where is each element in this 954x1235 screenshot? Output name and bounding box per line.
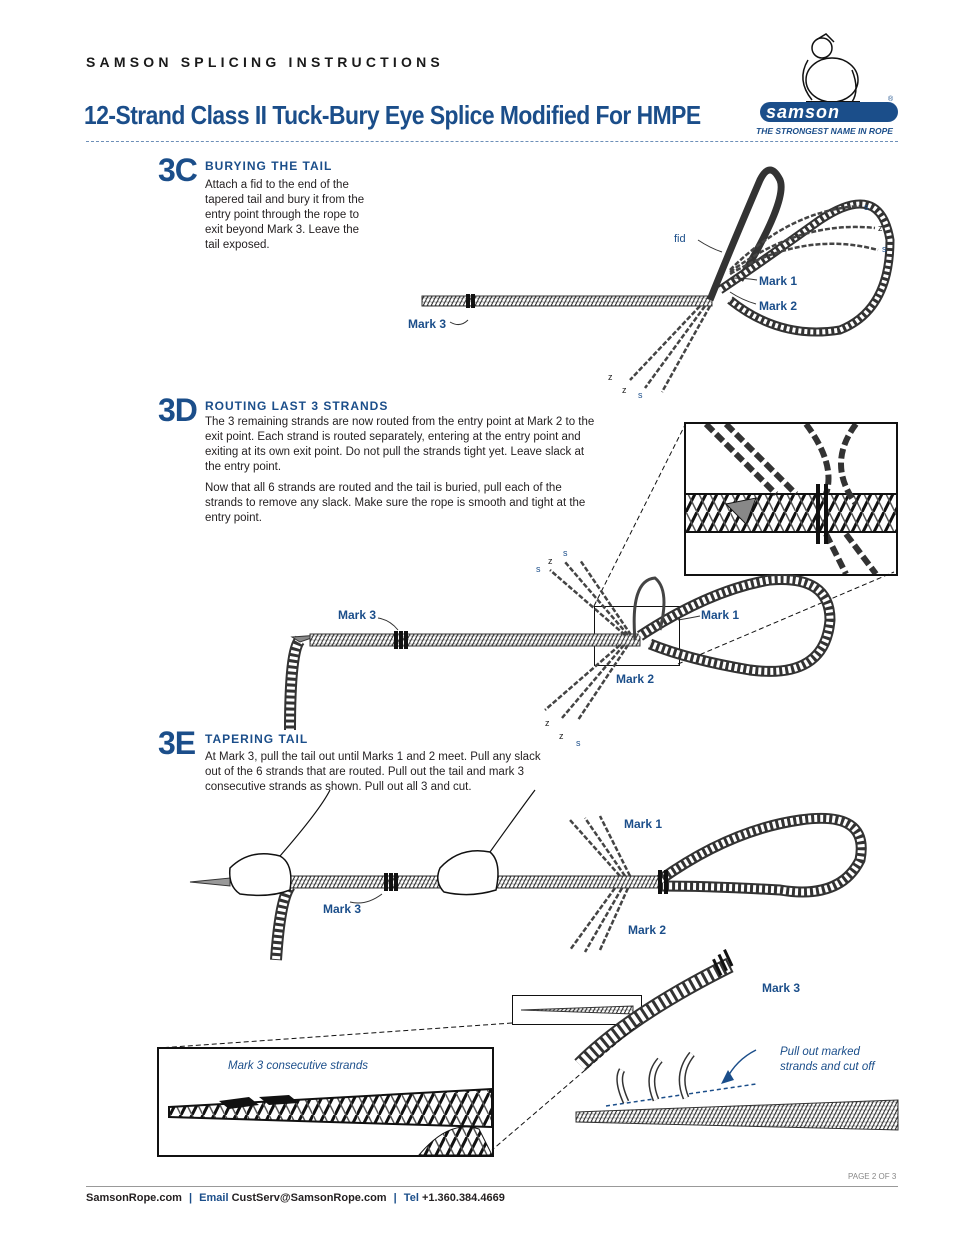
step-3e-mark2-label: Mark 2 <box>628 923 667 937</box>
strand-label: s <box>638 390 643 400</box>
consecutive-strands-label: Mark 3 consecutive strands <box>228 1060 368 1072</box>
footer-tel-link[interactable]: +1.360.384.4669 <box>421 1192 505 1204</box>
right-hand-icon <box>437 789 536 896</box>
pull-out-label: Pull out marked strands and cut off <box>780 1046 875 1073</box>
strand-label: s <box>536 564 541 574</box>
lower-mark3-label: Mark 3 <box>762 981 801 995</box>
footer-site-link[interactable]: SamsonRope.com <box>86 1192 182 1204</box>
tail-zoom-box <box>512 995 642 1025</box>
step-3c-fid-label: fid <box>674 233 686 245</box>
strand-label: z <box>608 372 613 382</box>
step-3e-heading: TAPERING TAIL <box>205 732 309 746</box>
step-3d-number: 3D <box>158 392 198 428</box>
page-number: PAGE 2 OF 3 <box>848 1172 897 1181</box>
step-3d-text-1: The 3 remaining strands are now routed f… <box>205 416 595 473</box>
tagline: THE STRONGEST NAME IN ROPE <box>756 126 893 136</box>
footer-separator: | <box>393 1192 397 1204</box>
consecutive-strands-inset <box>157 1047 494 1157</box>
strand-label: z <box>545 718 550 728</box>
step-3e-mark3-label: Mark 3 <box>323 902 362 916</box>
step-3d-mark2-label: Mark 2 <box>616 672 655 686</box>
step-3d-diagram <box>280 550 880 731</box>
logo-wordmark: samson <box>766 102 841 122</box>
step-3c-diagram <box>400 160 900 410</box>
title-divider <box>86 141 898 142</box>
step-3d-heading: ROUTING LAST 3 STRANDS <box>205 399 389 413</box>
strand-label: s <box>864 202 869 212</box>
step-3d-mark3-label: Mark 3 <box>338 608 377 622</box>
step-3c-text: Attach a fid to the end of the tapered t… <box>205 179 365 251</box>
strand-label: z <box>622 385 627 395</box>
step-3c-mark1-label: Mark 1 <box>759 274 798 288</box>
strand-label: s <box>882 244 887 254</box>
strand-label: s <box>563 548 568 558</box>
footer-divider <box>86 1186 898 1187</box>
footer-contact: SamsonRope.com | Email CustServ@SamsonRo… <box>86 1192 505 1204</box>
series-title: SAMSON SPLICING INSTRUCTIONS <box>86 54 444 70</box>
step-3e-text: At Mark 3, pull the tail out until Marks… <box>205 751 541 793</box>
tail-diagram <box>570 949 750 1075</box>
step-3d-mark1-label: Mark 1 <box>701 608 740 622</box>
left-hand-icon <box>228 789 331 897</box>
footer-email-link[interactable]: CustServ@SamsonRope.com <box>231 1192 387 1204</box>
step-3c-mark3-label: Mark 3 <box>408 317 447 331</box>
strand-label: s <box>576 738 581 748</box>
strand-label: z <box>548 556 553 566</box>
step-3e-diagram <box>189 789 890 961</box>
step-3c-mark2-label: Mark 2 <box>759 299 798 313</box>
strand-label: z <box>559 731 564 741</box>
step-3c-number: 3C <box>158 152 198 188</box>
registered-mark: ® <box>888 96 894 103</box>
step-3c-heading: BURYING THE TAIL <box>205 159 333 173</box>
footer-separator: | <box>189 1192 193 1204</box>
step-3e-mark1-label: Mark 1 <box>624 817 663 831</box>
samson-logo: samson ® THE STRONGEST NAME IN ROPE <box>756 30 900 142</box>
step-3d-detail-inset <box>684 422 898 576</box>
step-3d-text-2: Now that all 6 strands are routed and th… <box>205 482 586 524</box>
cut-strands-diagram <box>575 1040 899 1131</box>
footer-email-label: Email <box>199 1192 229 1204</box>
footer-tel-label: Tel <box>403 1192 419 1204</box>
step-3e-number: 3E <box>158 725 196 761</box>
page-title: 12-Strand Class II Tuck-Bury Eye Splice … <box>84 100 701 130</box>
strand-label: z <box>878 223 883 233</box>
